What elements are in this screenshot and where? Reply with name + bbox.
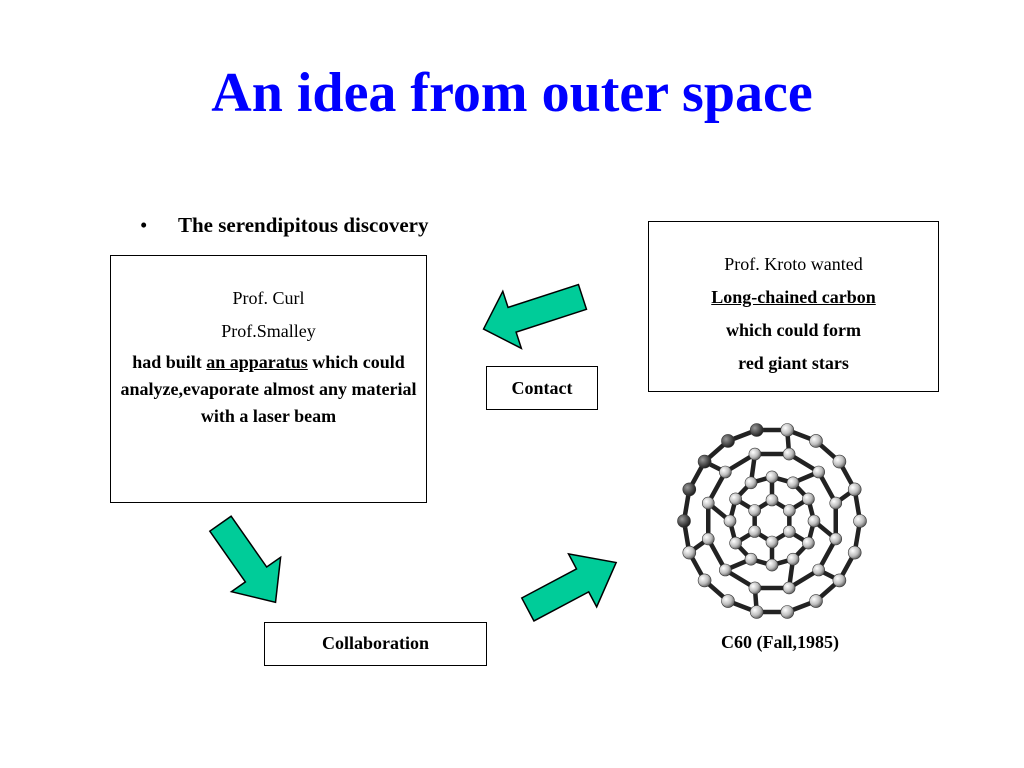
arrow-up-right-icon [520,552,618,622]
kroto-red-giant: red giant stars [738,353,849,373]
apparatus-underlined: an apparatus [206,352,308,372]
kroto-which-could: which could form [726,320,861,340]
researchers-box: Prof. Curl Prof.Smalley had built an app… [110,255,427,503]
molecule-caption: C60 (Fall,1985) [721,632,839,652]
kroto-box: Prof. Kroto wanted Long-chained carbon w… [648,221,939,392]
collaboration-box: Collaboration [264,622,487,666]
apparatus-text-post: which could analyze,evaporate almost any… [120,352,417,426]
bullet-point: • The serendipitous discovery [140,213,428,238]
buckyball-c60-icon [677,423,867,619]
slide-title: An idea from outer space [211,62,813,124]
bullet-dot-icon: • [140,213,148,237]
contact-box: Contact [486,366,598,410]
kroto-wanted: Prof. Kroto wanted [724,254,863,274]
apparatus-text-pre: had built [132,352,207,372]
bullet-text: The serendipitous discovery [178,213,429,237]
arrow-down-right-icon [208,515,282,604]
researcher-curl: Prof. Curl [232,288,305,308]
apparatus-description: had built an apparatus which could analy… [111,349,426,430]
kroto-long-chained: Long-chained carbon [711,287,876,307]
researcher-smalley: Prof.Smalley [221,321,316,341]
arrow-left-icon [482,283,588,350]
